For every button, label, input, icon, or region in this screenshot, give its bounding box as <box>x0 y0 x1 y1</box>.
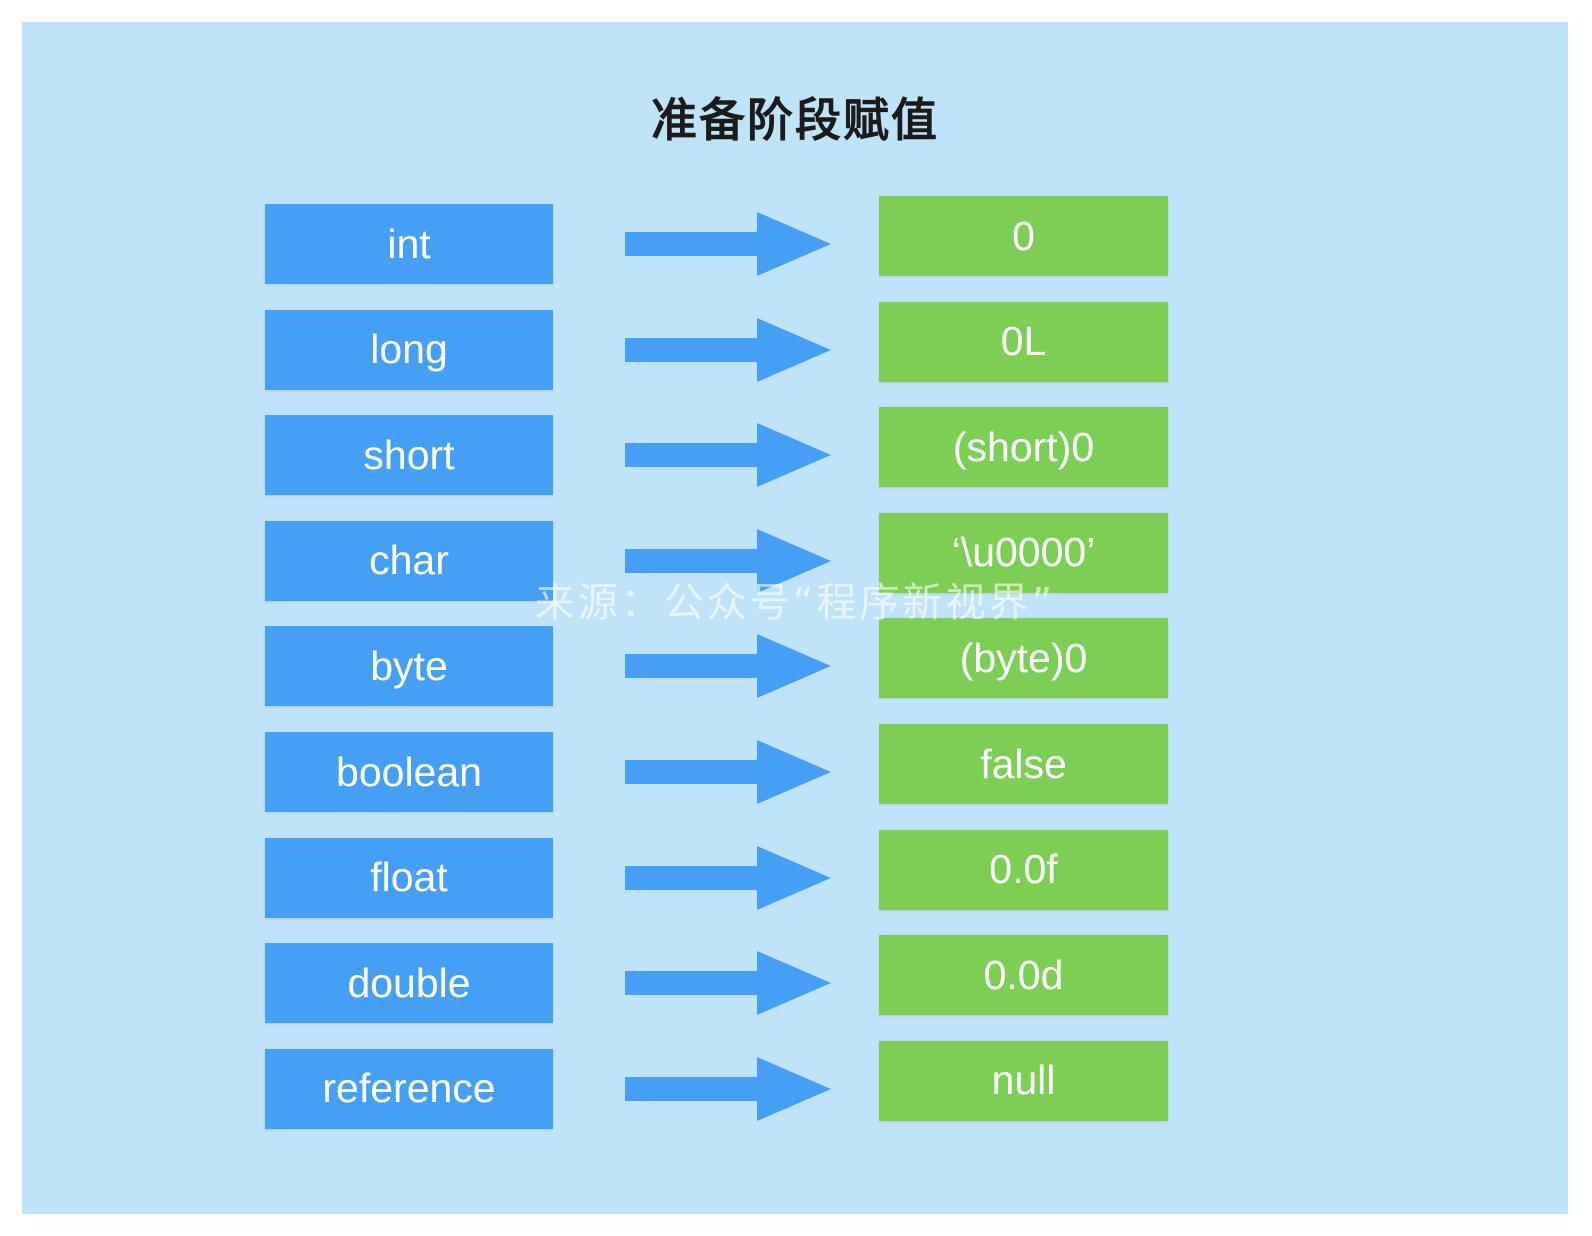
value-box-int: 0 <box>879 196 1168 276</box>
right-arrow-icon <box>625 740 831 804</box>
value-box-short: (short)0 <box>879 407 1168 488</box>
mapping-row: short (short)0 <box>22 403 1568 507</box>
type-box-long: long <box>265 309 553 390</box>
right-arrow-icon <box>625 528 831 593</box>
mapping-row: int 0 <box>22 192 1568 296</box>
mapping-row: long 0L <box>22 298 1568 402</box>
value-box-boolean: false <box>879 724 1168 804</box>
value-box-double: 0.0d <box>879 935 1168 1016</box>
type-box-float: float <box>265 837 553 918</box>
mapping-row: reference null <box>22 1037 1568 1141</box>
type-box-short: short <box>265 415 553 496</box>
value-box-reference: null <box>879 1040 1168 1121</box>
type-box-byte: byte <box>265 626 553 707</box>
diagram-canvas: 准备阶段赋值 int 0 long 0L short (short)0 char ‘\u000… <box>22 22 1568 1214</box>
type-box-reference: reference <box>265 1048 553 1129</box>
mapping-row: float 0.0f <box>22 826 1568 930</box>
right-arrow-icon <box>625 212 831 276</box>
value-box-char: ‘\u0000’ <box>879 512 1168 593</box>
right-arrow-icon <box>625 1056 831 1121</box>
right-arrow-icon <box>625 951 831 1016</box>
right-arrow-icon <box>625 845 831 910</box>
mapping-row: boolean false <box>22 720 1568 824</box>
type-box-double: double <box>265 943 553 1024</box>
right-arrow-icon <box>625 423 831 488</box>
type-box-boolean: boolean <box>265 732 553 812</box>
right-arrow-icon <box>625 317 831 382</box>
mapping-row: double 0.0d <box>22 931 1568 1035</box>
value-box-byte: (byte)0 <box>879 618 1168 699</box>
type-box-char: char <box>265 520 553 601</box>
page-title: 准备阶段赋值 <box>651 93 939 147</box>
mapping-row: char ‘\u0000’ <box>22 509 1568 613</box>
mapping-row: byte (byte)0 <box>22 614 1568 718</box>
mapping-rows: int 0 long 0L short (short)0 char ‘\u0000’ byte (… <box>22 22 1568 1214</box>
type-box-int: int <box>265 204 553 284</box>
value-box-float: 0.0f <box>879 829 1168 910</box>
value-box-long: 0L <box>879 301 1168 382</box>
right-arrow-icon <box>625 634 831 699</box>
